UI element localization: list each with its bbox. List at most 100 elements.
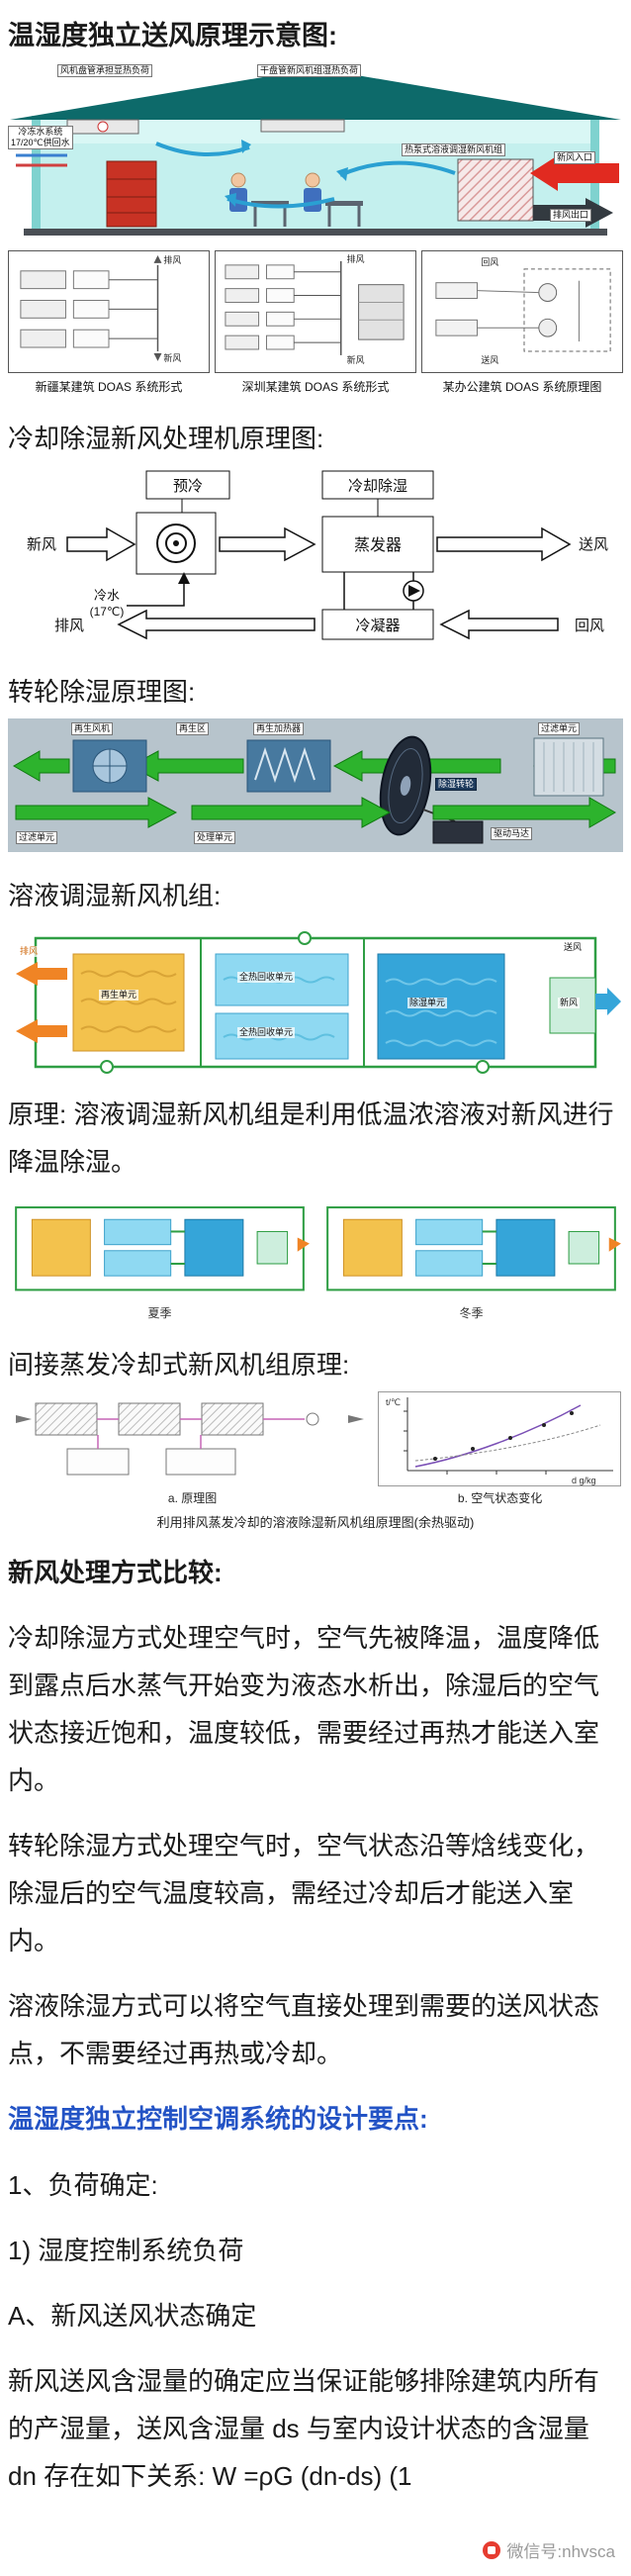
label-fresh-air: 新风 <box>558 997 581 1008</box>
label-supply-air: 送风 <box>562 941 585 953</box>
exhaust-air-arrow <box>117 609 316 640</box>
cooling-diagram: 预冷 冷却除湿 新风 蒸发器 送风 冷水 (17℃) <box>8 465 623 648</box>
doas-caption-2: 深圳某建筑 DOAS 系统形式 <box>241 379 390 394</box>
rotary-section-title: 转轮除湿原理图: <box>8 676 196 707</box>
cool-dehum-label: 冷却除湿 <box>348 478 407 495</box>
doas-schematic-2: 排风 新风 <box>225 253 405 365</box>
body-text: 新风处理方式比较: 冷却除湿方式处理空气时，空气先被降温，温度降低到露点后水蒸气… <box>8 1549 623 2501</box>
indirect-figure: t/℃ d g/kg a. 原理图 b. 空气状态变化 利用排风蒸发冷却的溶液除… <box>8 1390 623 1531</box>
supply-arrow <box>595 987 621 1015</box>
design-title: 温湿度独立控制空调系统的设计要点: <box>8 2104 428 2135</box>
indirect-schematic <box>8 1390 372 1486</box>
season-summer-panel: 夏季 <box>8 1203 312 1321</box>
house-illustration <box>8 64 623 240</box>
supply-air-arrow <box>436 526 572 562</box>
air-state-chart: t/℃ d g/kg <box>378 1390 621 1486</box>
fresh-air-inlet-arrow <box>530 155 619 191</box>
footer: 微信号:nhvsca <box>8 2518 623 2576</box>
doas-panel-xinjiang: 排风 新风 新疆某建筑 DOAS 系统形式 <box>8 250 210 395</box>
doas3-supply-label: 送风 <box>481 354 498 365</box>
roof <box>10 68 621 120</box>
caption-b: b. 空气状态变化 <box>457 1490 543 1505</box>
label-regen-heater: 再生加热器 <box>253 721 305 735</box>
winter-schematic <box>326 1206 621 1291</box>
label-dehum-unit: 除湿单元 <box>407 997 448 1008</box>
doas2-exhaust-label: 排风 <box>347 253 365 264</box>
doas1-exhaust-label: 排风 <box>163 254 181 265</box>
design-item-humidity-load: 1) 湿度控制系统负荷 <box>8 2235 244 2265</box>
condenser-box <box>321 609 434 640</box>
ceiling-dry-coil <box>260 119 345 133</box>
doas3-return-label: 回风 <box>481 257 498 267</box>
indirect-figure-caption: 利用排风蒸发冷却的溶液除湿新风机组原理图(余热驱动) <box>156 1514 475 1530</box>
label-drive-motor: 驱动马达 <box>491 826 533 840</box>
fresh-air-label: 新风 <box>27 536 56 553</box>
design-item-supply-state: A、新风送风状态确定 <box>8 2300 257 2331</box>
chilled-water-label: 冷水 <box>94 588 120 603</box>
ab-captions: a. 原理图 b. 空气状态变化 <box>8 1489 623 1506</box>
chart-x-axis-label: d g/kg <box>572 1476 596 1485</box>
design-item-load: 1、负荷确定: <box>8 2169 158 2200</box>
return-air-arrow <box>439 609 559 640</box>
label-chilled-water: 冷冻水系统 17/20℃供回水 <box>8 126 73 149</box>
wechat-id: 微信号:nhvsca <box>506 2542 615 2562</box>
indirect-section-title: 间接蒸发冷却式新风机组原理: <box>8 1349 350 1380</box>
doas-panel-office: 回风 送风 某办公建筑 DOAS 系统原理图 <box>421 250 623 395</box>
label-dehum-wheel: 除湿转轮 <box>435 777 478 791</box>
evaporator-box <box>321 516 434 573</box>
label-heat-recovery-2: 全热回收单元 <box>237 1026 296 1038</box>
cooling-section-title: 冷却除湿新风处理机原理图: <box>8 423 324 453</box>
label-regen-unit: 再生单元 <box>99 989 139 1001</box>
cooling-schematic: 预冷 冷却除湿 新风 蒸发器 送风 冷水 (17℃) <box>27 470 608 640</box>
label-regen-zone: 再生区 <box>176 721 210 735</box>
doas-schematic-3: 回风 送风 <box>435 257 611 365</box>
process-air-arrows <box>15 796 617 828</box>
supply-air-label: 送风 <box>579 536 608 553</box>
doas-caption-3: 某办公建筑 DOAS 系统原理图 <box>442 379 602 394</box>
doas-figure: 排风 新风 新疆某建筑 DOAS 系统形式 <box>8 250 623 395</box>
label-filter-top: 过滤单元 <box>538 721 581 735</box>
solution-section-title: 溶液调湿新风机组: <box>8 880 222 910</box>
solution-pump-icon <box>476 1059 490 1074</box>
winter-caption: 冬季 <box>459 1305 484 1320</box>
doas-schematic-1: 排风 新风 <box>20 254 181 363</box>
evaporator-label: 蒸发器 <box>354 536 402 554</box>
compare-para-cooling: 冷却除湿方式处理空气时，空气先被降温，温度降低到露点后水蒸气开始变为液态水析出，… <box>8 1622 600 1795</box>
doas-caption-1: 新疆某建筑 DOAS 系统形式 <box>35 379 183 394</box>
compare-para-rotary: 转轮除湿方式处理空气时，空气状态沿等焓线变化，除湿后的空气温度较高，需经过冷却后… <box>8 1831 600 1956</box>
solution-pump-icon <box>298 930 312 945</box>
return-air-label: 回风 <box>575 618 604 634</box>
rotary-diagram: 再生风机 再生区 再生加热器 过滤单元 除湿转轮 驱动马达 处理单元 过滤单元 <box>8 717 623 852</box>
season-winter-panel: 冬季 <box>319 1203 623 1321</box>
design-para-formula: 新风送风含湿量的确定应当保证能够排除建筑内所有的产湿量，送风含湿量 ds 与室内… <box>8 2365 600 2492</box>
solution-principle-text: 原理: 溶液调湿新风机组是利用低温浓溶液对新风进行降温除湿。 <box>8 1098 614 1177</box>
regen-heater-box <box>246 739 331 793</box>
condenser-label: 冷凝器 <box>355 618 400 634</box>
summer-caption: 夏季 <box>147 1305 172 1320</box>
label-regen-fan: 再生风机 <box>71 721 114 735</box>
drive-motor-box <box>432 820 484 844</box>
precool-label: 预冷 <box>173 478 203 495</box>
chart-y-axis-label: t/℃ <box>386 1397 401 1407</box>
dehum-wheel <box>379 735 432 836</box>
heat-pump-unit <box>457 158 534 222</box>
label-dry-unit: 干盘管新风机组湿热负荷 <box>257 64 362 77</box>
person-figure <box>304 172 363 227</box>
airflow-arrows <box>155 142 456 209</box>
red-cabinet <box>106 160 157 228</box>
label-exhaust-air: 排风 <box>18 945 41 957</box>
label-process-unit: 处理单元 <box>194 830 236 844</box>
page-title: 温湿度独立送风原理示意图: <box>8 21 337 50</box>
doas2-fresh-label: 新风 <box>347 354 365 365</box>
summer-schematic <box>15 1206 310 1291</box>
seasons-figure: 夏季 冬季 <box>8 1203 623 1321</box>
compare-para-solution: 溶液除湿方式可以将空气直接处理到需要的送风状态点，不需要经过再热或冷却。 <box>8 1991 600 2069</box>
solution-schematic <box>16 930 621 1074</box>
caption-a: a. 原理图 <box>167 1490 218 1505</box>
wechat-logo-icon <box>483 2540 501 2559</box>
label-fresh-inlet: 新风入口 <box>554 151 596 164</box>
fresh-air-arrow <box>66 526 136 562</box>
label-fan-coil: 风机盘管承担显热负荷 <box>57 64 153 77</box>
solution-pump-icon <box>100 1059 114 1074</box>
